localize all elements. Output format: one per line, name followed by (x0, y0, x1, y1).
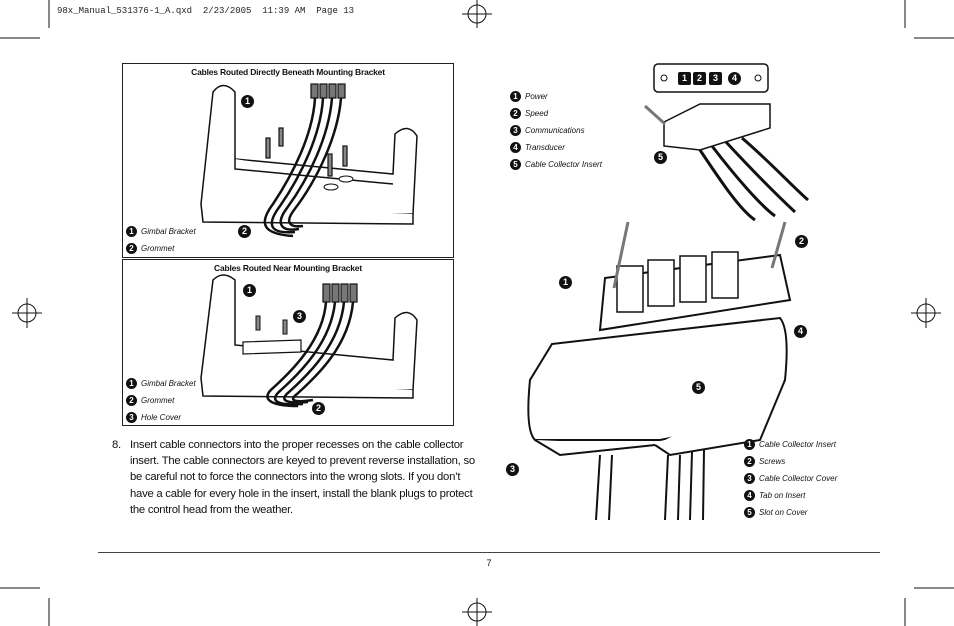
callout-1: 1 (241, 95, 254, 108)
gimbal-bracket-drawing (200, 274, 418, 408)
gimbal-bracket-drawing (200, 83, 418, 238)
callout-1: 1 (243, 284, 256, 297)
callout-2: 2 (238, 225, 251, 238)
insert-label-4: 4 (728, 72, 741, 85)
callout-3: 3 (293, 310, 306, 323)
callout-5: 5 (692, 381, 705, 394)
step-number: 8. (112, 439, 121, 451)
callout-1: 1 (559, 276, 572, 289)
callout-2: 2 (795, 235, 808, 248)
instruction-step: 8. Insert cable connectors into the prop… (112, 437, 476, 518)
step-text: Insert cable connectors into the proper … (130, 439, 475, 516)
insert-label-2: 2 (693, 72, 706, 85)
insert-label-1: 1 (678, 72, 691, 85)
figure-cables-near-bracket: Cables Routed Near Mounting Bracket 1 3 … (122, 259, 454, 426)
figure-title: Cables Routed Near Mounting Bracket (214, 263, 362, 273)
callout-5: 5 (654, 151, 667, 164)
page-number: 7 (486, 558, 492, 568)
figure-cables-beneath-bracket: Cables Routed Directly Beneath Mounting … (122, 63, 454, 258)
print-slug: 98x_Manual_531376-1_A.qxd 2/23/2005 11:3… (57, 6, 355, 16)
footer-rule (98, 552, 880, 553)
callout-3: 3 (506, 463, 519, 476)
callout-4: 4 (794, 325, 807, 338)
insert-label-3: 3 (709, 72, 722, 85)
callout-2: 2 (312, 402, 325, 415)
figure-title: Cables Routed Directly Beneath Mounting … (191, 67, 385, 77)
